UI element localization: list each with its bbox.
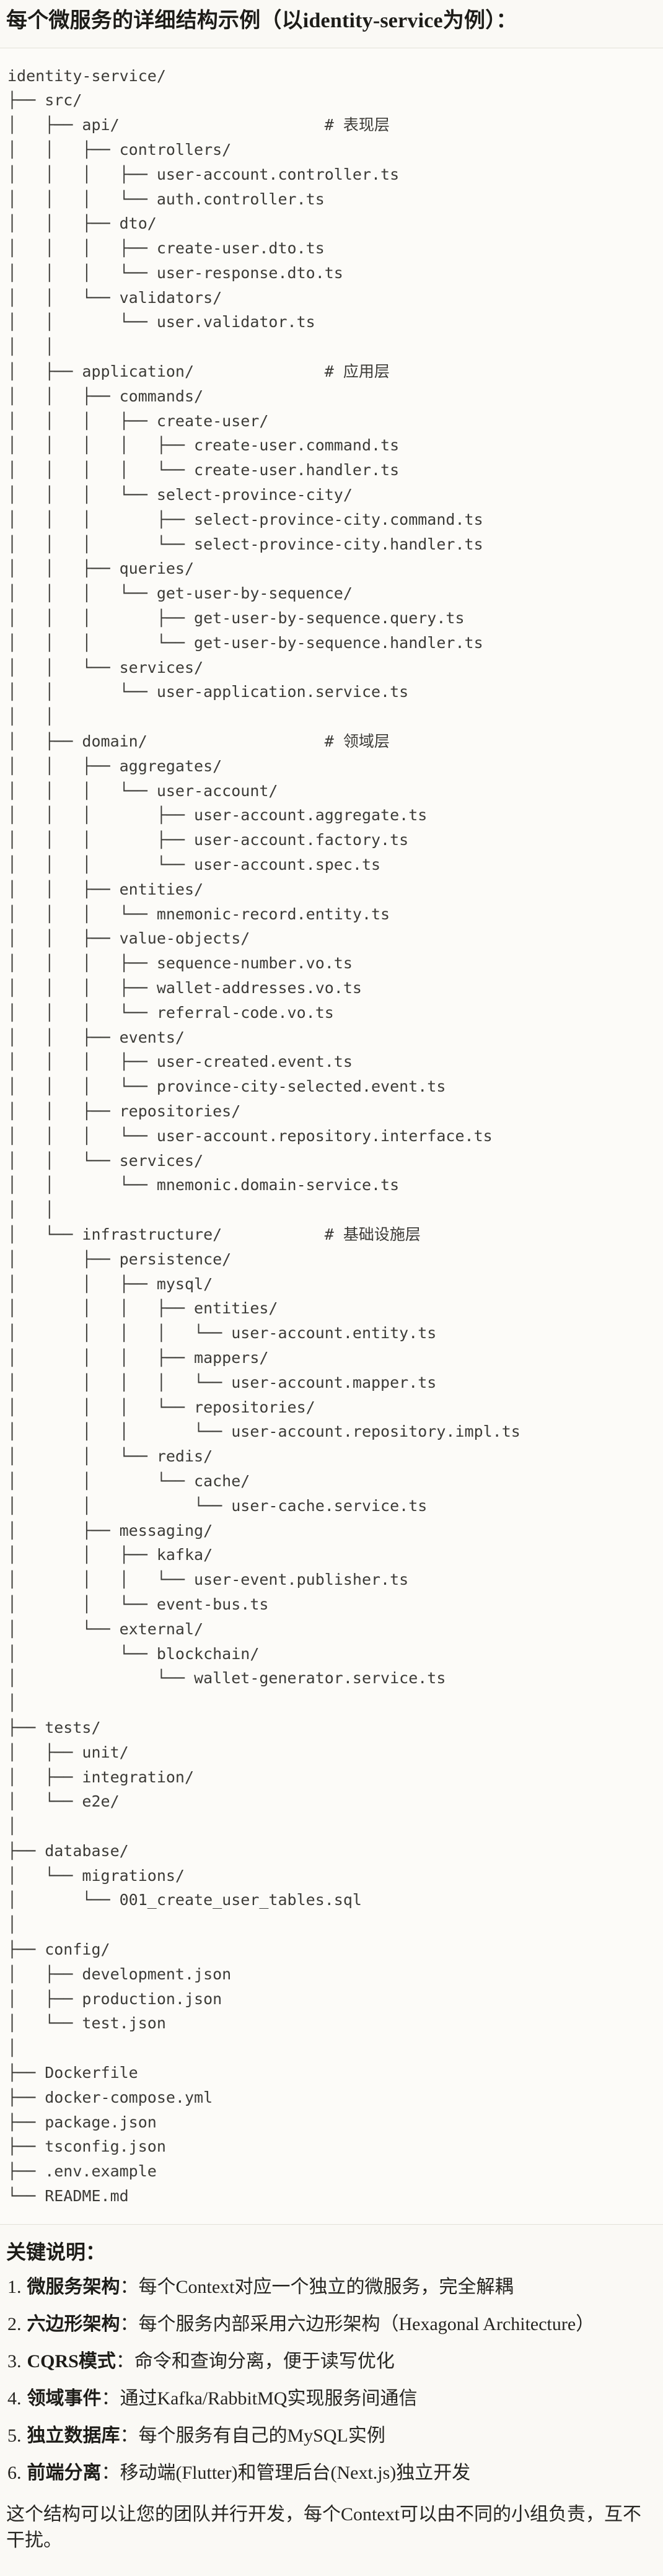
note-label: CQRS模式 (27, 2351, 116, 2372)
closing-paragraph: 这个结构可以让您的团队并行开发，每个Context可以由不同的小组负责，互不干扰… (6, 2504, 641, 2551)
notes-heading: 关键说明： (6, 2240, 106, 2263)
note-label: 前端分离 (27, 2463, 102, 2484)
note-label: 六边形架构 (27, 2314, 120, 2335)
note-text: ：通过Kafka/RabbitMQ实现服务间通信 (101, 2388, 418, 2409)
note-item: 2.六边形架构：每个服务内部采用六边形架构（Hexagonal Architec… (7, 2312, 656, 2337)
note-text: ：移动端(Flutter)和管理后台(Next.js)独立开发 (101, 2463, 471, 2484)
note-number: 4. (7, 2388, 22, 2409)
note-number: 3. (7, 2351, 22, 2372)
note-number: 1. (7, 2277, 22, 2298)
notes-list: 1.微服务架构：每个Context对应一个独立的微服务，完全解耦 2.六边形架构… (6, 2275, 656, 2486)
note-text: ：每个Context对应一个独立的微服务，完全解耦 (120, 2277, 514, 2298)
note-label: 微服务架构 (27, 2277, 120, 2298)
page-title: 每个微服务的详细结构示例（以identity-service为例）： (6, 9, 517, 32)
note-text: ：每个服务内部采用六边形架构（Hexagonal Architecture） (120, 2314, 595, 2335)
note-item: 3.CQRS模式：命令和查询分离，便于读写优化 (7, 2349, 656, 2374)
note-item: 1.微服务架构：每个Context对应一个独立的微服务，完全解耦 (7, 2275, 656, 2300)
note-text: ：每个服务有自己的MySQL实例 (120, 2425, 385, 2447)
note-text: ：命令和查询分离，便于读写优化 (115, 2351, 395, 2372)
notes-section: 关键说明： 1.微服务架构：每个Context对应一个独立的微服务，完全解耦 2… (0, 2240, 663, 2554)
note-label: 独立数据库 (27, 2425, 120, 2447)
note-item: 6.前端分离：移动端(Flutter)和管理后台(Next.js)独立开发 (7, 2461, 656, 2486)
note-number: 2. (7, 2314, 22, 2335)
code-block: identity-service/ ├── src/ │ ├── api/ # … (0, 47, 663, 2225)
note-item: 5.独立数据库：每个服务有自己的MySQL实例 (7, 2424, 656, 2448)
file-tree: identity-service/ ├── src/ │ ├── api/ # … (7, 66, 520, 2206)
note-number: 6. (7, 2463, 22, 2484)
note-number: 5. (7, 2425, 22, 2447)
note-label: 领域事件 (27, 2388, 102, 2409)
note-item: 4.领域事件：通过Kafka/RabbitMQ实现服务间通信 (7, 2386, 656, 2411)
